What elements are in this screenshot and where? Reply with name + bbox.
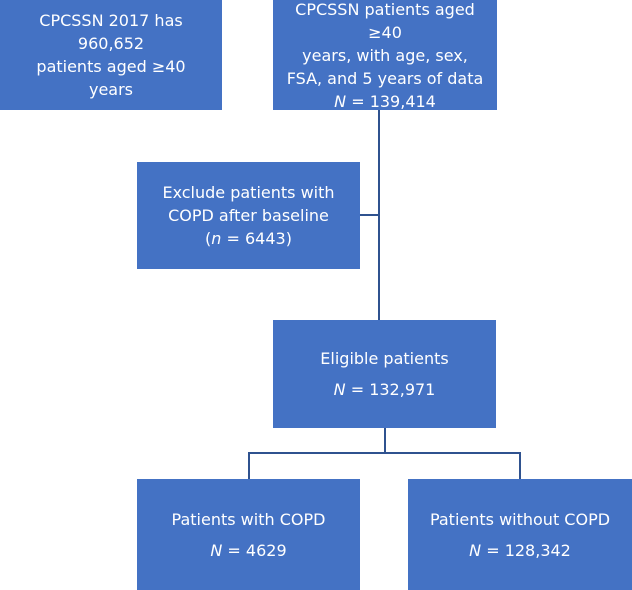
exclusion-branch-connector [360,214,379,216]
patients-with-copd-count-value: = 4629 [222,540,287,560]
inclusion-criteria-line-1: CPCSSN patients aged ≥40 [295,0,475,42]
split-right-connector [519,452,521,479]
exclusion-line-2: COPD after baseline [168,206,329,225]
total-population-line-1: CPCSSN 2017 has 960,652 [39,11,183,53]
patients-without-copd-title: Patients without COPD [429,509,611,529]
inclusion-criteria-count-label: N [334,91,347,111]
patients-with-copd-box: Patients with COPD N = 4629 [137,479,360,590]
eligible-patients-count-value: = 132,971 [345,380,436,399]
split-stem-connector [384,428,386,453]
total-population-line-3: years [88,80,134,99]
total-population-line-2: patients aged ≥40 [36,57,186,76]
patients-without-copd-count-value: = 128,342 [481,540,571,560]
patients-without-copd-count: N = 128,342 [469,539,571,562]
patients-with-copd-count: N = 4629 [210,539,286,562]
inclusion-criteria-line-2: years, with age, sex, [302,45,468,65]
patients-without-copd-count-label: N [469,540,482,560]
patients-without-copd-box: Patients without COPD N = 128,342 [408,479,632,590]
inclusion-criteria-line-3: FSA, and 5 years of data [286,68,484,88]
eligible-patients-count: N = 132,971 [334,378,436,401]
inclusion-criteria-count-value: = 139,414 [346,91,436,111]
exclusion-count-value: = 6443) [221,229,292,248]
patients-with-copd-count-label: N [210,540,223,560]
exclusion-box: Exclude patients with COPD after baselin… [137,162,360,269]
inclusion-criteria-box: CPCSSN patients aged ≥40 years, with age… [273,0,497,113]
total-population-box: CPCSSN 2017 has 960,652 patients aged ≥4… [0,0,222,110]
exclusion-count-label: n [211,229,222,248]
eligible-patients-box: Eligible patients N = 132,971 [273,320,496,428]
patients-with-copd-title: Patients with COPD [171,509,326,529]
inclusion-criteria-count: N = 139,414 [334,90,436,113]
split-left-connector [248,452,250,479]
eligible-patients-count-label: N [333,380,346,399]
exclusion-count-open: ( [205,229,212,248]
exclusion-line-1: Exclude patients with [162,183,335,202]
main-flow-connector [378,110,380,320]
split-horizontal-connector [248,452,521,454]
eligible-patients-title: Eligible patients [320,349,449,368]
exclusion-count: (n = 6443) [205,227,292,250]
